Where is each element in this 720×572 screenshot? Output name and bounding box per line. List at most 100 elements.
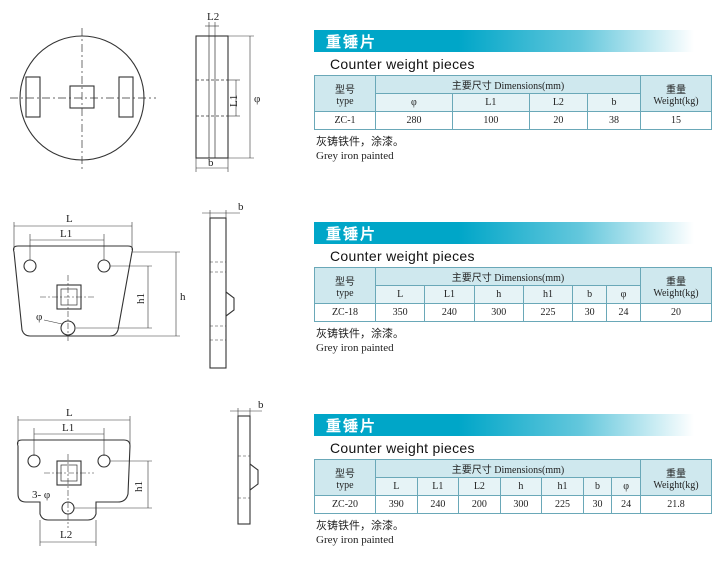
d1-label-L2: L2 — [207, 11, 219, 23]
column-header: h1 — [541, 477, 584, 496]
d1-label-phi: φ — [254, 93, 260, 105]
section-zc-20: 重锤片 Counter weight pieces 型号 type 主要尺寸 D… — [314, 414, 714, 546]
d2-label-phi: φ — [36, 311, 42, 323]
section-zc-18: 重锤片 Counter weight pieces 型号 type 主要尺寸 D… — [314, 222, 714, 354]
d3-label-L1: L1 — [62, 422, 74, 434]
column-header: φ — [611, 477, 641, 496]
cell-value: 200 — [458, 495, 501, 514]
cell-value: 240 — [416, 495, 460, 514]
cell-value: 100 — [451, 111, 530, 130]
drawing-3-side-view — [230, 408, 262, 525]
cell-weight: 15 — [640, 111, 712, 130]
d3-label-h1: h1 — [133, 481, 145, 492]
cell-type: ZC-20 — [314, 495, 376, 514]
column-header: b — [582, 477, 613, 496]
drawing-1-side-view — [195, 22, 254, 172]
type-label-en: type — [336, 95, 354, 107]
section-title-zh: 重锤片 — [326, 416, 378, 435]
column-header: h — [473, 285, 524, 304]
dimensions-header: 主要尺寸 Dimensions(mm) — [375, 267, 641, 286]
column-header: h — [499, 477, 543, 496]
cell-value: 38 — [587, 111, 641, 130]
cell-weight: 21.8 — [640, 495, 712, 514]
d2-label-h: h — [180, 291, 186, 303]
cell-value: 350 — [374, 303, 426, 322]
weight-label-zh: 重量 — [666, 468, 686, 480]
cell-value: 300 — [499, 495, 543, 514]
weight-label-zh: 重量 — [666, 276, 686, 288]
d2-label-b: b — [238, 201, 244, 213]
column-header: b — [587, 93, 641, 112]
spec-table: 型号 type 主要尺寸 Dimensions(mm) 重量 Weight(kg… — [314, 267, 712, 322]
column-header: L — [374, 285, 426, 304]
cell-value: 280 — [375, 111, 453, 130]
d2-label-L1: L1 — [60, 228, 72, 240]
type-label-zh: 型号 — [335, 276, 355, 288]
note-en: Grey iron painted — [316, 534, 394, 546]
table-row: ZC-20 390 240 200 300 225 30 24 21.8 — [314, 495, 712, 514]
d1-label-L1: L1 — [228, 95, 240, 107]
column-header: b — [572, 285, 608, 304]
column-header: L — [375, 477, 418, 496]
section-title-en: Counter weight pieces — [330, 440, 475, 456]
d3-label-L2: L2 — [60, 529, 72, 541]
weight-label-en: Weight(kg) — [653, 287, 699, 299]
drawing-2-front-view — [12, 222, 180, 342]
column-header: h1 — [522, 285, 574, 304]
technical-drawings: L2 L1 φ b L L1 h1 h φ b L L1 h1 3- φ L2 … — [10, 11, 264, 546]
cell-value: 390 — [375, 495, 418, 514]
cell-value: 20 — [528, 111, 589, 130]
cell-value: 225 — [541, 495, 584, 514]
spec-table: 型号 type 主要尺寸 Dimensions(mm) 重量 Weight(kg… — [314, 75, 712, 130]
cell-value: 240 — [424, 303, 475, 322]
cell-value: 300 — [473, 303, 524, 322]
column-header: L2 — [528, 93, 589, 112]
column-header: L2 — [458, 477, 501, 496]
section-zc-1: 重锤片 Counter weight pieces 型号 type 主要尺寸 D… — [314, 30, 714, 162]
column-header: L1 — [424, 285, 475, 304]
section-title-en: Counter weight pieces — [330, 56, 475, 72]
cell-weight: 20 — [640, 303, 712, 322]
section-title-zh: 重锤片 — [326, 224, 378, 243]
weight-label-en: Weight(kg) — [653, 95, 699, 107]
dimensions-header: 主要尺寸 Dimensions(mm) — [375, 75, 641, 94]
cell-value: 30 — [572, 303, 608, 322]
type-label-en: type — [336, 287, 354, 299]
note-en: Grey iron painted — [316, 342, 394, 354]
drawing-3-front-view — [16, 416, 152, 546]
cell-type: ZC-18 — [314, 303, 376, 322]
type-label-zh: 型号 — [335, 468, 355, 480]
cell-value: 24 — [611, 495, 641, 514]
section-title-bar: 重锤片 — [314, 222, 694, 244]
dimensions-header: 主要尺寸 Dimensions(mm) — [375, 459, 641, 478]
d3-label-L: L — [66, 407, 73, 419]
type-label-en: type — [336, 479, 354, 491]
table-row: ZC-1 280 100 20 38 15 — [314, 111, 712, 130]
d3-label-phi: 3- φ — [32, 489, 50, 501]
column-header: φ — [606, 285, 641, 304]
column-header: L1 — [451, 93, 530, 112]
section-title-zh: 重锤片 — [326, 32, 378, 51]
cell-value: 24 — [606, 303, 641, 322]
drawing-2-side-view — [202, 210, 240, 369]
section-title-bar: 重锤片 — [314, 414, 694, 436]
weight-label-zh: 重量 — [666, 84, 686, 96]
weight-label-en: Weight(kg) — [653, 479, 699, 491]
d1-label-b: b — [208, 157, 214, 169]
cell-type: ZC-1 — [314, 111, 376, 130]
cell-value: 225 — [522, 303, 574, 322]
column-header: L1 — [416, 477, 460, 496]
drawing-1-front-view — [10, 28, 156, 172]
d3-label-b: b — [258, 399, 264, 411]
d2-label-h1: h1 — [135, 293, 147, 304]
spec-table: 型号 type 主要尺寸 Dimensions(mm) 重量 Weight(kg… — [314, 459, 712, 514]
note-en: Grey iron painted — [316, 150, 394, 162]
d2-label-L: L — [66, 213, 73, 225]
cell-value: 30 — [582, 495, 613, 514]
note-zh: 灰铸铁件，涂漆。 — [316, 135, 404, 148]
table-row: ZC-18 350 240 300 225 30 24 20 — [314, 303, 712, 322]
note-zh: 灰铸铁件，涂漆。 — [316, 327, 404, 340]
type-label-zh: 型号 — [335, 84, 355, 96]
section-title-en: Counter weight pieces — [330, 248, 475, 264]
section-title-bar: 重锤片 — [314, 30, 694, 52]
